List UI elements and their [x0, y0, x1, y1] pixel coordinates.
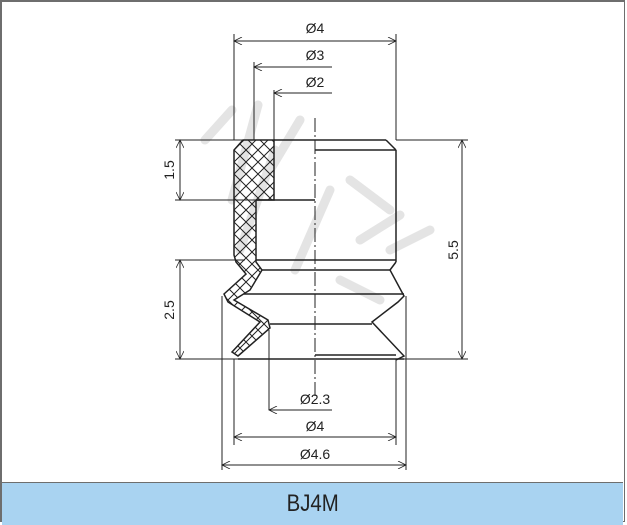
dim-right-total: 5.5	[445, 240, 461, 260]
dim-top-mid: Ø3	[306, 47, 325, 63]
dim-left-bellows: 2.5	[161, 300, 177, 320]
dim-top-outer: Ø4	[306, 20, 325, 36]
dim-bottom-lip: Ø4	[306, 418, 325, 434]
title-bar: BJ4M	[2, 482, 623, 525]
dim-bottom-outer: Ø4.6	[300, 446, 331, 462]
hatched-section	[223, 139, 275, 357]
extension-lines	[175, 34, 468, 470]
dimension-lines	[180, 41, 462, 465]
body-outline	[238, 139, 406, 361]
technical-drawing: Ø4 Ø3 Ø2 1.5 2.5 5.5 Ø2.3 Ø4 Ø4.6	[161, 20, 468, 470]
dim-left-neck: 1.5	[161, 160, 177, 180]
dim-bottom-inner: Ø2.3	[300, 391, 331, 407]
dim-top-inner: Ø2	[306, 74, 325, 90]
model-title: BJ4M	[286, 490, 339, 517]
